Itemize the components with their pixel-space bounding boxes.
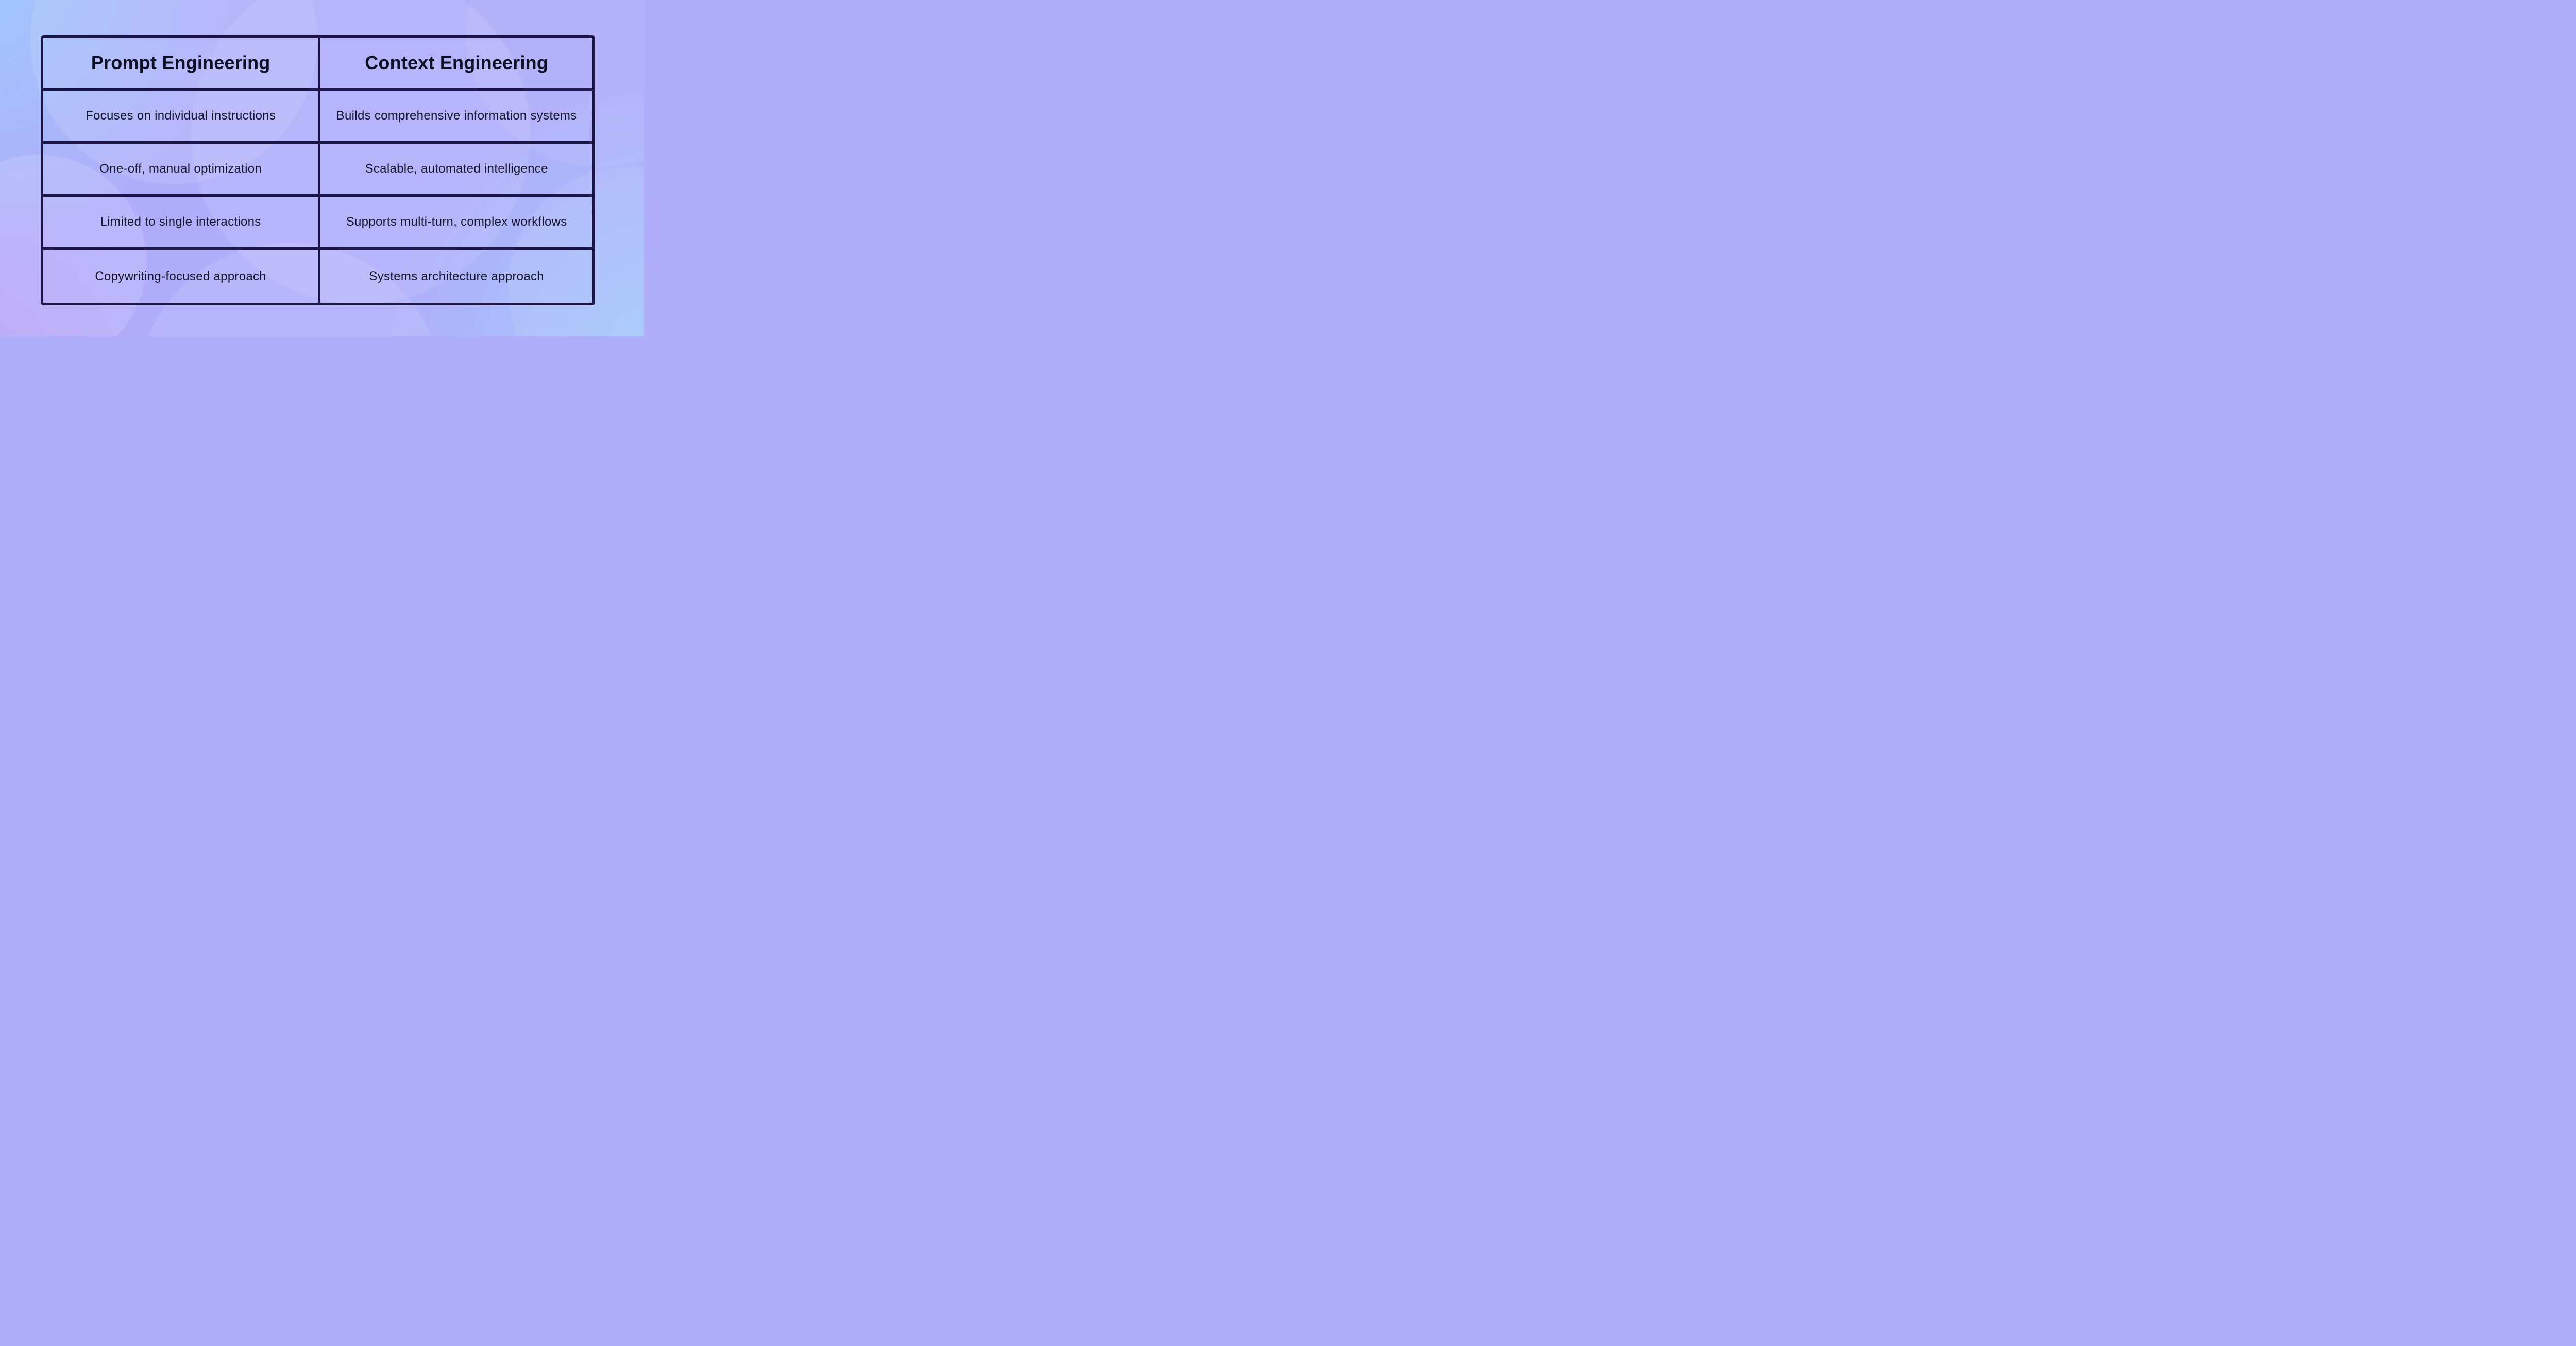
cell-r3-context: Supports multi-turn, complex workflows — [320, 197, 592, 250]
header-cell-context-engineering: Context Engineering — [320, 38, 592, 91]
cell-r3-prompt: Limited to single interactions — [43, 197, 321, 250]
cell-r1-prompt: Focuses on individual instructions — [43, 91, 321, 144]
header-cell-prompt-engineering: Prompt Engineering — [43, 38, 321, 91]
cell-r2-prompt: One-off, manual optimization — [43, 144, 321, 197]
cell-r4-prompt: Copywriting-focused approach — [43, 250, 321, 303]
infographic-canvas: Prompt Engineering Context Engineering F… — [0, 0, 644, 336]
comparison-table: Prompt Engineering Context Engineering F… — [41, 35, 595, 305]
cell-r4-context: Systems architecture approach — [369, 269, 544, 283]
cell-r2-context: Scalable, automated intelligence — [320, 144, 592, 197]
cell-r1-context: Builds comprehensive information systems — [320, 91, 592, 144]
background-decor-circles — [0, 0, 644, 336]
